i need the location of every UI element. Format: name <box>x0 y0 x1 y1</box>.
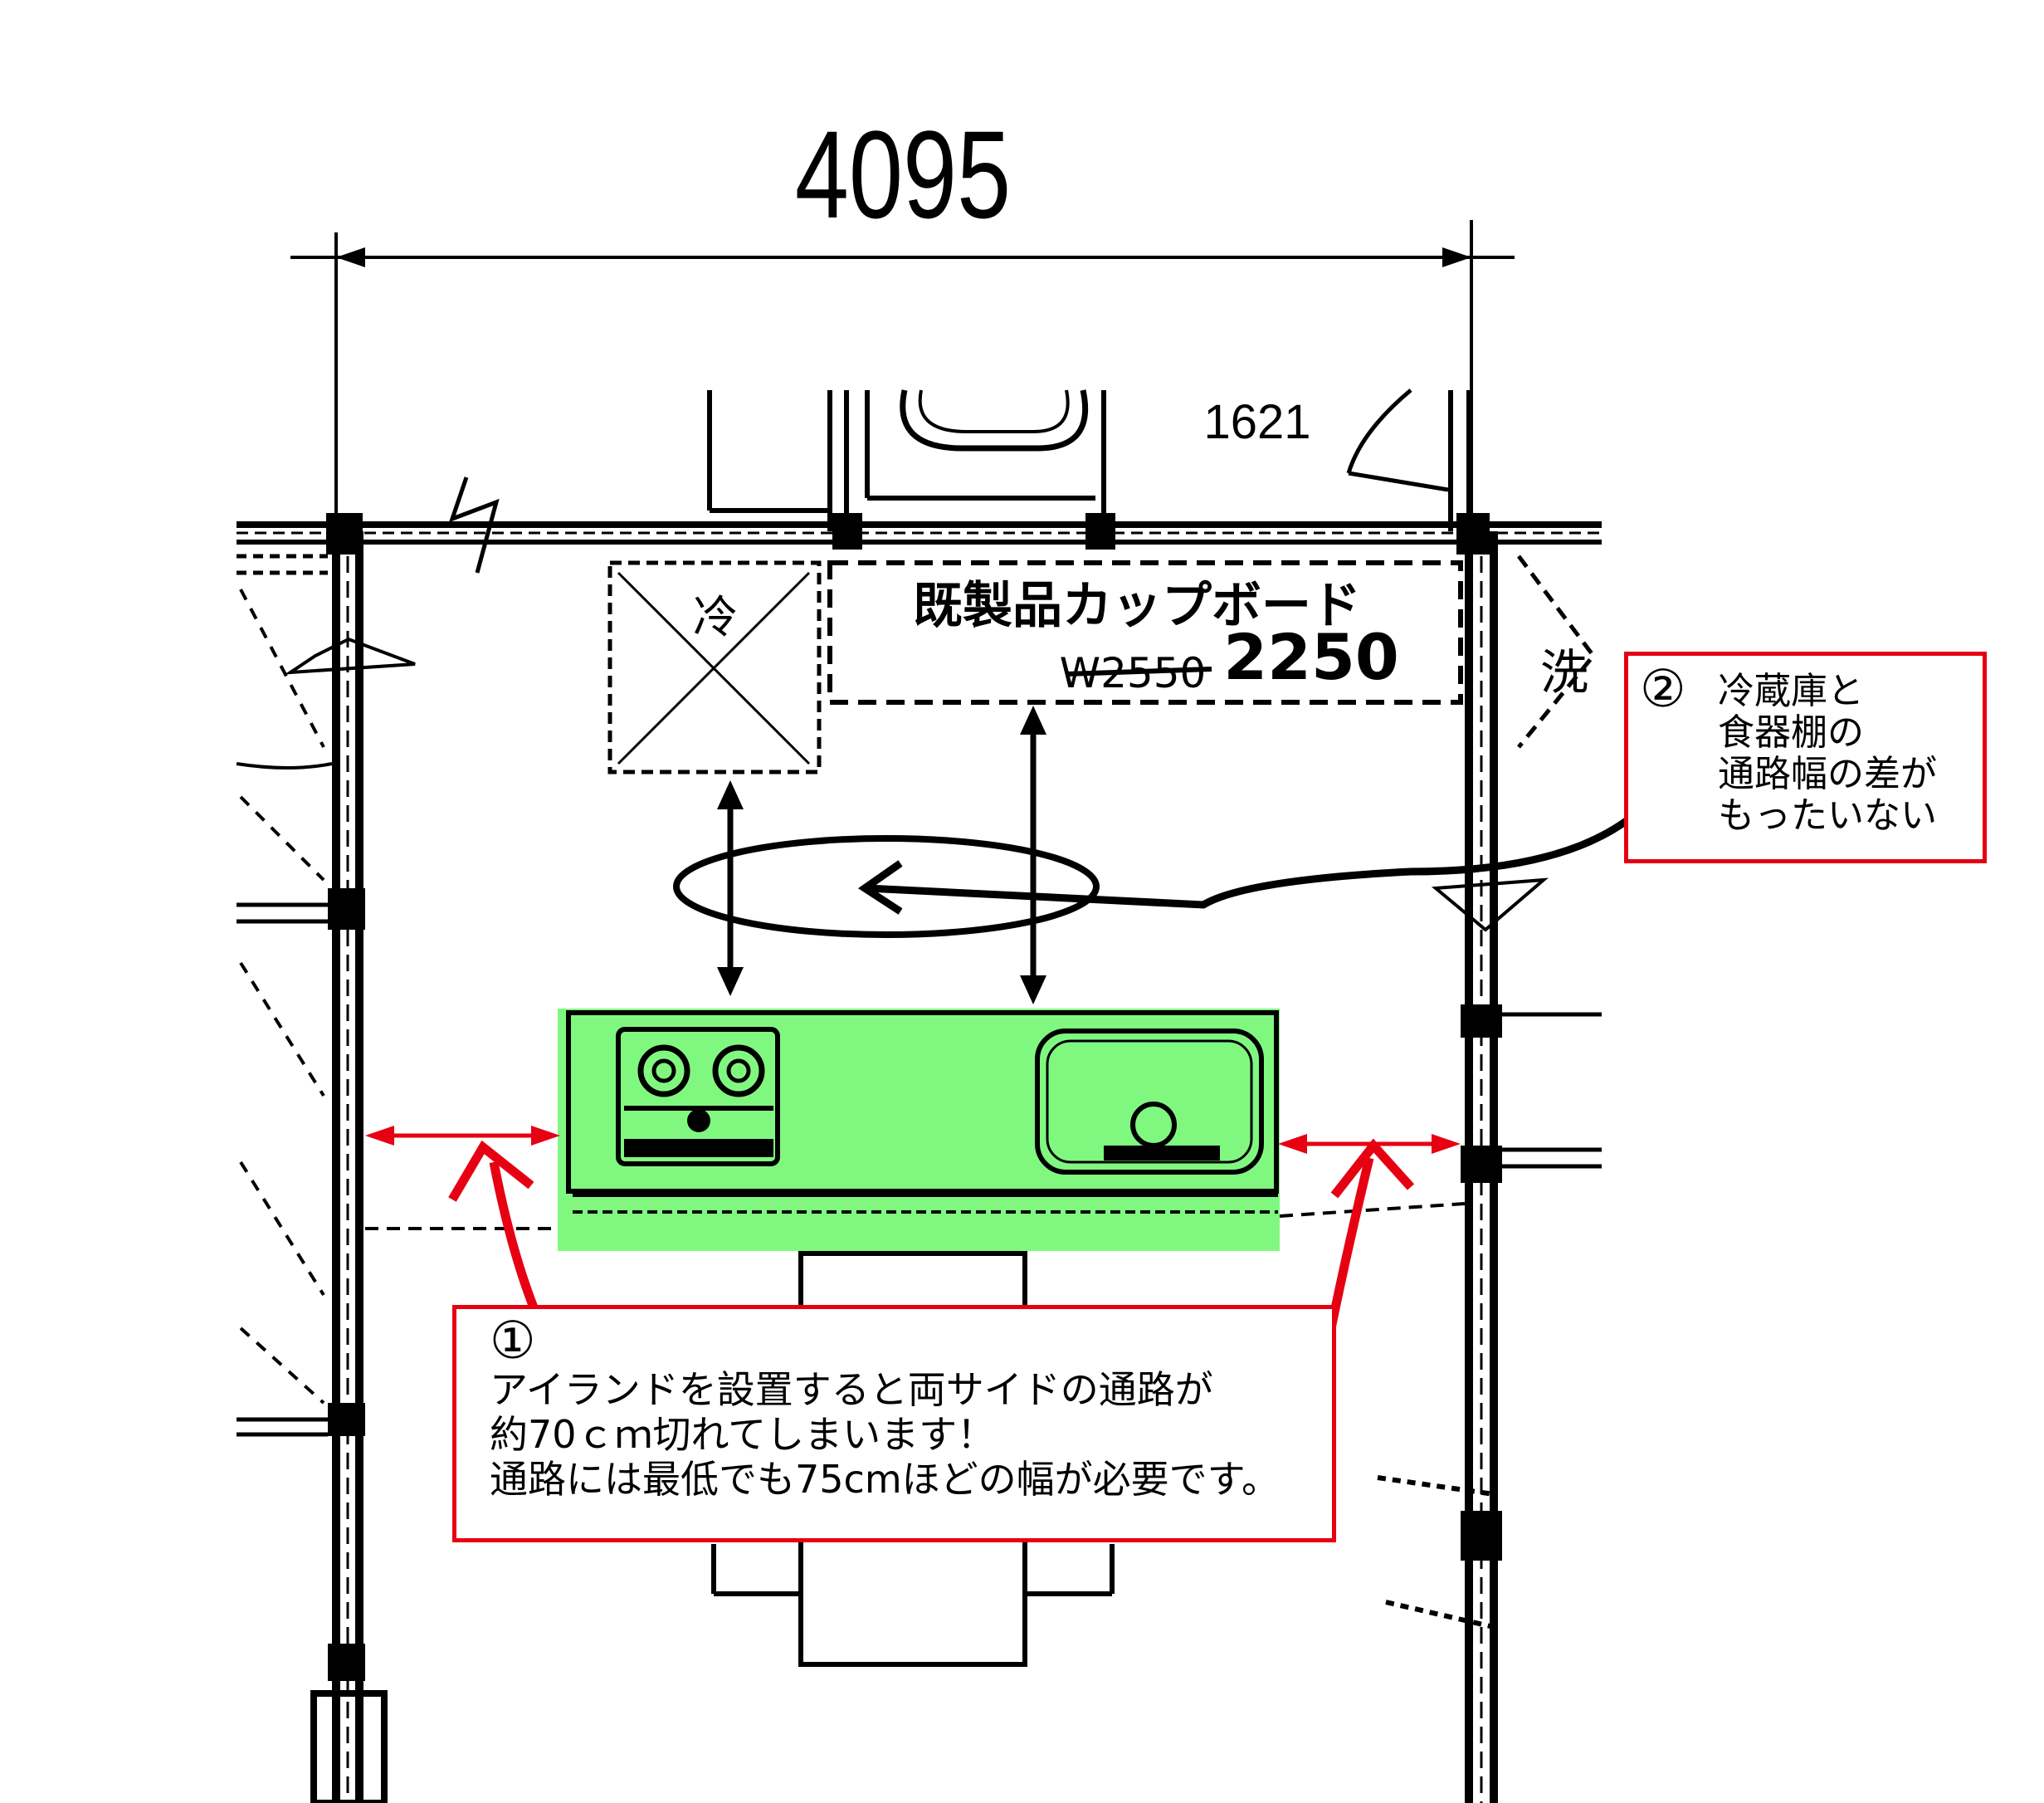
callout-2-number: ② <box>1640 658 1686 719</box>
overall-width-label: 4095 <box>795 105 1011 244</box>
callout-2-line-2: 食器棚の <box>1718 711 1864 754</box>
callout-aisle-difference: ② 冷蔵庫と 食器棚の 通路幅の差が もったいない <box>1624 652 1987 863</box>
right-wall <box>1377 531 1602 1803</box>
pointer-line-2 <box>866 814 1633 909</box>
callout-2-line-3: 通路幅の差が <box>1718 753 1937 795</box>
overall-dimension: 4095 <box>290 105 1515 531</box>
aisle-width-arrows <box>673 706 1633 1004</box>
washer-label: 洗 <box>1540 644 1588 701</box>
burner-left <box>637 1044 690 1097</box>
cupboard-width-new: 2250 <box>1223 620 1399 694</box>
callout-aisle-warning: ① アイランドを設置すると両サイドの通路が 約70ｃｍ切れてしまいます！ 通路に… <box>452 1305 1336 1542</box>
door-swing-arc <box>1346 388 1412 474</box>
callout-1-number: ① <box>490 1310 536 1371</box>
callout-1-line-2: 約70ｃｍ切れてしまいます！ <box>490 1412 996 1457</box>
callout-1-line-3: 通路には最低でも75cmほどの幅が必要です。 <box>490 1457 1281 1502</box>
washer-area <box>1517 555 1597 749</box>
callout-2-line-4: もったいない <box>1718 794 1937 837</box>
column <box>1085 513 1115 550</box>
top-wall <box>237 476 1602 574</box>
break-line <box>448 476 500 574</box>
dim-arrow-right <box>1442 247 1471 267</box>
dim-arrow-left <box>336 247 365 267</box>
sink <box>1035 1029 1264 1175</box>
upper-rooms <box>707 388 1471 531</box>
toilet-bowl <box>900 389 1089 452</box>
upper-dimension-label: 1621 <box>1203 395 1310 449</box>
left-wall <box>236 531 416 1803</box>
door-swing-dashes <box>239 589 325 1405</box>
cupboard-label: 既製品カップボード <box>913 577 1361 635</box>
refrigerator <box>607 560 822 774</box>
cupboard: 既製品カップボード W2550 2250 <box>827 560 1463 705</box>
burner-right <box>712 1044 765 1097</box>
column <box>832 513 862 550</box>
strike-through <box>1066 667 1212 677</box>
kitchen-island <box>558 1009 1280 1251</box>
callout-2-line-1: 冷蔵庫と <box>1718 670 1864 712</box>
stove-hob <box>616 1027 780 1166</box>
fridge-label: 冷 <box>693 591 738 643</box>
aisle-ellipse <box>673 835 1100 938</box>
callout-1-line-1: アイランドを設置すると両サイドの通路が <box>490 1367 1213 1412</box>
